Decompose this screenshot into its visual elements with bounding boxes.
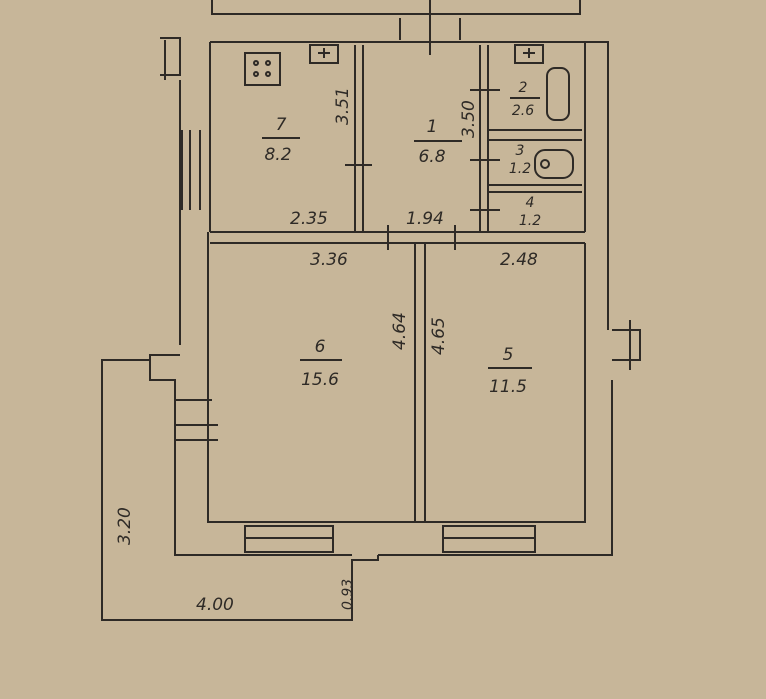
washbasin-icon xyxy=(514,44,544,64)
dimension-room6-width: 3.36 xyxy=(310,250,348,270)
svg-text:15.6: 15.6 xyxy=(301,370,339,390)
room-1-label: 1 6.8 xyxy=(414,117,462,167)
svg-text:4: 4 xyxy=(526,195,535,211)
windows xyxy=(244,525,536,553)
dimension-balcony-width: 4.00 xyxy=(196,595,234,615)
svg-text:8.2: 8.2 xyxy=(264,145,291,165)
room-2-label: 2 2.6 xyxy=(510,80,540,119)
room-7-label: 7 8.2 xyxy=(262,115,300,165)
svg-text:3: 3 xyxy=(516,143,525,159)
svg-text:5: 5 xyxy=(503,345,514,365)
dimension-kitchen-height: 3.51 xyxy=(333,87,353,125)
svg-text:2: 2 xyxy=(519,80,528,96)
balcony-outline xyxy=(101,359,379,621)
dimension-room6-height: 4.64 xyxy=(390,312,410,350)
dimension-room1-width: 1.94 xyxy=(406,209,444,229)
room-3-label: 3 1.2 xyxy=(509,143,531,177)
svg-text:7: 7 xyxy=(276,115,287,135)
dimension-kitchen-width: 2.35 xyxy=(290,209,328,229)
svg-text:6.8: 6.8 xyxy=(418,147,445,167)
svg-text:1.2: 1.2 xyxy=(519,213,541,229)
interior-walls xyxy=(210,45,585,522)
dimension-balcony-step: 0.93 xyxy=(340,579,356,610)
dimension-balcony-height: 3.20 xyxy=(115,507,135,545)
svg-text:6: 6 xyxy=(315,337,326,357)
svg-text:2.6: 2.6 xyxy=(512,103,534,119)
bathtub-icon xyxy=(546,67,570,121)
toilet-icon xyxy=(534,149,574,179)
room-4-label: 4 1.2 xyxy=(519,195,541,229)
stove-icon xyxy=(244,52,281,86)
dimension-room5-width: 2.48 xyxy=(500,250,538,270)
upper-structure xyxy=(211,0,581,55)
svg-text:11.5: 11.5 xyxy=(489,377,527,397)
dimension-room1-height: 3.50 xyxy=(459,100,479,138)
svg-text:1: 1 xyxy=(427,117,438,137)
svg-text:1.2: 1.2 xyxy=(509,161,531,177)
room-5-label: 5 11.5 xyxy=(488,345,532,397)
dimension-room5-height: 4.65 xyxy=(429,317,449,355)
sink-icon xyxy=(309,44,339,64)
outer-walls xyxy=(149,37,641,556)
room-6-label: 6 15.6 xyxy=(300,337,342,390)
